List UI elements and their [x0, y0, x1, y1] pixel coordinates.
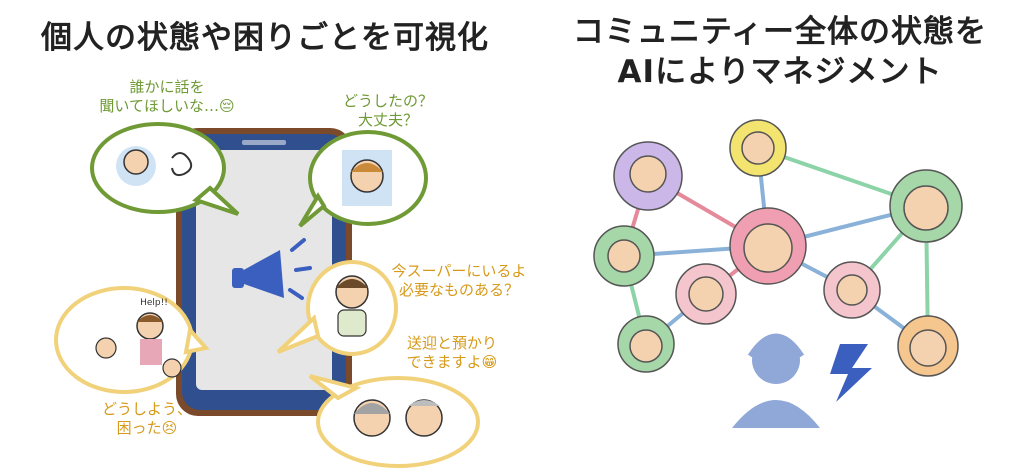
- caption-lonely-line1: 誰かに話を: [129, 78, 205, 96]
- caption-trouble: どうしよう、 困った😣: [92, 400, 202, 438]
- megaphone-icon: [232, 238, 312, 300]
- caption-pickup-line1: 送迎と預かり: [406, 334, 497, 352]
- caption-pickup: 送迎と預かり できますよ😁: [392, 334, 512, 372]
- right-heading-line1: コミュニティー全体の状態を: [572, 14, 988, 50]
- ai-operator-icon: [732, 333, 820, 428]
- caption-shopper-line2: 必要なものある？: [398, 281, 519, 299]
- speech-bubble-elderly: [308, 374, 480, 468]
- speech-bubble-trouble: [54, 286, 210, 394]
- caption-concern-line1: どうしたの？: [342, 92, 433, 110]
- caption-shopper: 今スーパーにいるよ 必要なものある？: [384, 262, 534, 300]
- speech-bubble-concern: [298, 130, 428, 228]
- speech-bubble-lonely: [90, 122, 240, 216]
- caption-shopper-line1: 今スーパーにいるよ: [391, 262, 527, 280]
- speech-bubble-shopper: [276, 260, 398, 356]
- left-heading: 個人の状態や困りごとを可視化: [41, 20, 489, 56]
- help-label: Help!!: [140, 298, 168, 308]
- caption-trouble-line2: 困った😣: [116, 419, 178, 437]
- right-heading: コミュニティー全体の状態を AIによりマネジメント: [560, 12, 1000, 92]
- caption-trouble-line1: どうしよう、: [101, 400, 192, 418]
- lightning-icon: [830, 344, 872, 402]
- caption-concern-line2: 大丈夫？: [357, 111, 418, 129]
- caption-pickup-line2: できますよ😁: [406, 353, 498, 371]
- caption-concern: どうしたの？ 大丈夫？: [328, 92, 448, 130]
- caption-lonely: 誰かに話を 聞いてほしいな…😔: [82, 78, 252, 116]
- right-heading-line2: AIによりマネジメント: [617, 54, 943, 90]
- caption-lonely-line2: 聞いてほしいな…😔: [99, 97, 235, 115]
- community-members: [593, 119, 963, 377]
